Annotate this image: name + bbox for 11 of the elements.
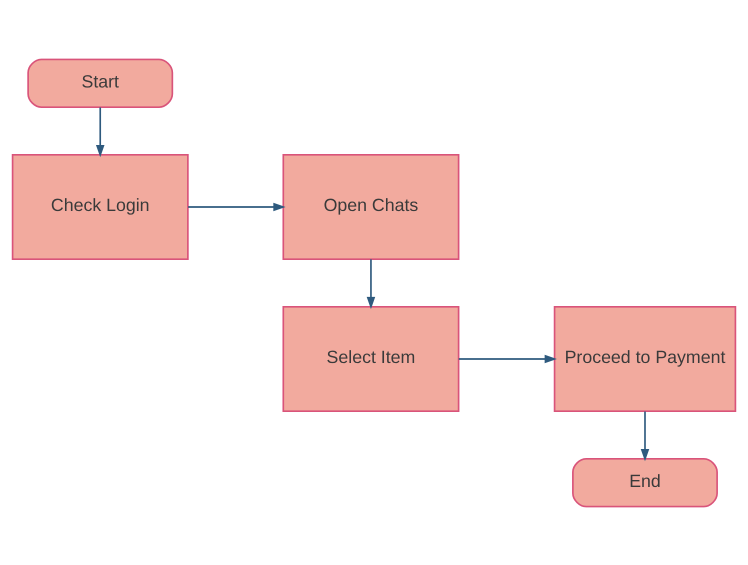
arrow <box>366 258 376 309</box>
node-box: Select Item <box>282 306 460 412</box>
node-box: Start <box>27 58 174 108</box>
arrow <box>96 106 105 157</box>
node-box: End <box>572 458 718 507</box>
node-box: Check Login <box>12 154 189 260</box>
arrow <box>188 202 286 211</box>
node-box: Proceed to Payment <box>554 306 736 412</box>
arrow <box>458 354 557 363</box>
node-box: Open Chats <box>282 154 460 260</box>
arrow <box>640 410 650 461</box>
